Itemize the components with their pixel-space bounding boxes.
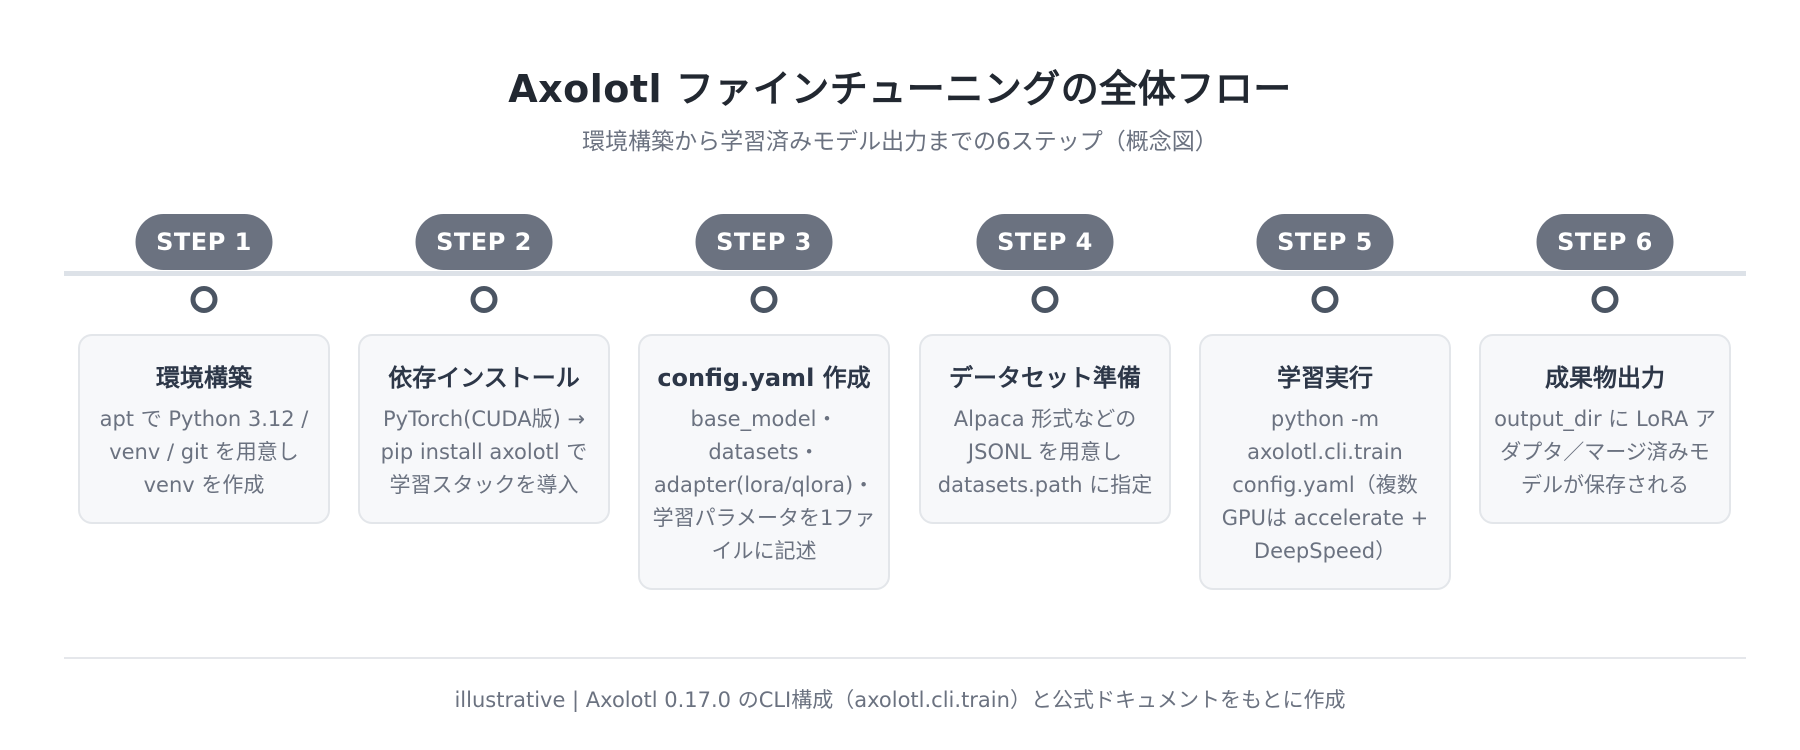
step-5: STEP 5 学習実行 python -m axolotl.cli.train … (1195, 0, 1455, 750)
step-description: python -m axolotl.cli.train config.yaml（… (1221, 407, 1429, 563)
step-6: STEP 6 成果物出力 output_dir に LoRA アダプタ／マージ済… (1475, 0, 1735, 750)
diagram-subtitle: 環境構築から学習済みモデル出力までの6ステップ（概念図） (582, 129, 1218, 155)
step-title: 依存インストール (388, 364, 580, 392)
step-title: 学習実行 (1277, 364, 1373, 392)
step-4: STEP 4 データセット準備 Alpaca 形式などの JSONL を用意し … (915, 0, 1175, 750)
timeline-node-icon (1031, 286, 1059, 313)
step-card: 環境構築 apt で Python 3.12 / venv / git を用意し… (78, 334, 330, 524)
step-card: 学習実行 python -m axolotl.cli.train config.… (1199, 334, 1451, 590)
step-description: apt で Python 3.12 / venv / git を用意し venv… (99, 407, 309, 497)
timeline-node-icon (1311, 286, 1339, 313)
step-card: 依存インストール PyTorch(CUDA版) → pip install ax… (358, 334, 610, 524)
step-title: 環境構築 (156, 364, 252, 392)
timeline-node-icon (1591, 286, 1619, 313)
step-3: STEP 3 config.yaml 作成 base_model・dataset… (634, 0, 894, 750)
step-title: 成果物出力 (1545, 364, 1665, 392)
diagram-title: Axolotl ファインチューニングの全体フロー (508, 67, 1292, 111)
timeline-line (64, 271, 1746, 276)
step-badge: STEP 4 (976, 214, 1114, 270)
step-card: 成果物出力 output_dir に LoRA アダプタ／マージ済みモデルが保存… (1479, 334, 1731, 524)
step-description: base_model・datasets・adapter(lora/qlora)・… (652, 407, 876, 563)
step-card: config.yaml 作成 base_model・datasets・adapt… (638, 334, 890, 590)
step-description: Alpaca 形式などの JSONL を用意し datasets.path に指… (937, 407, 1153, 497)
footer-note: illustrative | Axolotl 0.17.0 のCLI構成（axo… (454, 688, 1346, 712)
step-1: STEP 1 環境構築 apt で Python 3.12 / venv / g… (74, 0, 334, 750)
step-title: データセット準備 (949, 364, 1141, 392)
step-badge: STEP 6 (1536, 214, 1674, 270)
timeline-node-icon (470, 286, 498, 313)
step-description: output_dir に LoRA アダプタ／マージ済みモデルが保存される (1494, 407, 1716, 497)
step-card: データセット準備 Alpaca 形式などの JSONL を用意し dataset… (919, 334, 1171, 524)
step-title: config.yaml 作成 (657, 364, 871, 392)
step-badge: STEP 2 (415, 214, 553, 270)
footer-divider (64, 657, 1746, 659)
step-badge: STEP 5 (1256, 214, 1394, 270)
step-2: STEP 2 依存インストール PyTorch(CUDA版) → pip ins… (354, 0, 614, 750)
timeline-node-icon (750, 286, 778, 313)
step-badge: STEP 1 (135, 214, 273, 270)
timeline-node-icon (190, 286, 218, 313)
step-badge: STEP 3 (695, 214, 833, 270)
step-description: PyTorch(CUDA版) → pip install axolotl で学習… (380, 407, 588, 497)
